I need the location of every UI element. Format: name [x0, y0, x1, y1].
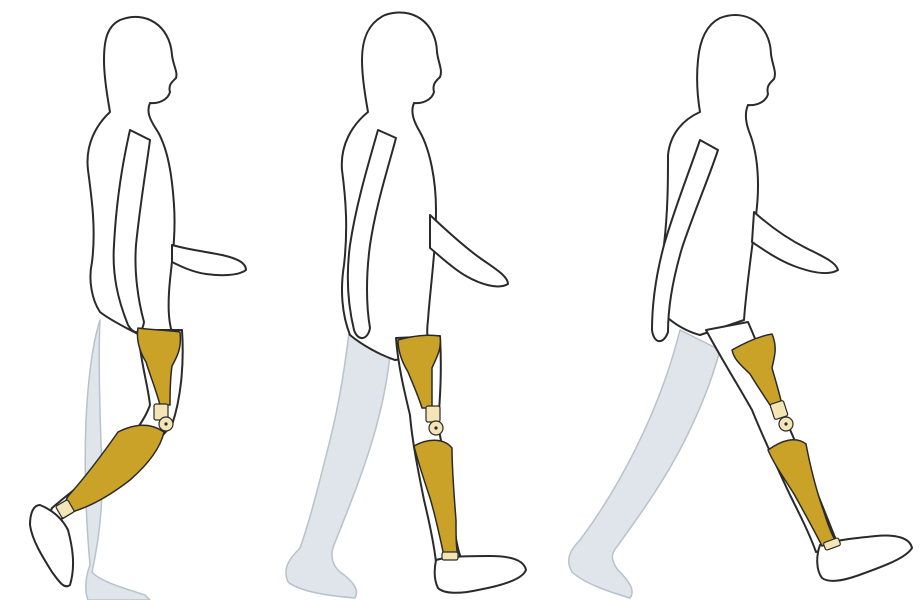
foot	[435, 556, 526, 593]
ankle-pad	[442, 552, 458, 560]
walking-figure-2	[286, 13, 526, 598]
shin-brace	[66, 425, 164, 512]
hand	[430, 215, 508, 286]
hand	[752, 212, 838, 273]
walking-figure-1	[30, 17, 246, 600]
hand	[172, 245, 246, 275]
walking-figure-3	[569, 15, 912, 598]
hinge-pivot	[434, 426, 437, 429]
back-leg	[569, 330, 720, 598]
body-outline	[661, 15, 775, 335]
foot	[30, 505, 73, 586]
back-leg	[286, 325, 392, 598]
shin-brace	[768, 440, 836, 546]
hinge-pivot	[164, 422, 167, 425]
hinge-pivot	[784, 422, 787, 425]
knee-pad	[426, 406, 440, 422]
